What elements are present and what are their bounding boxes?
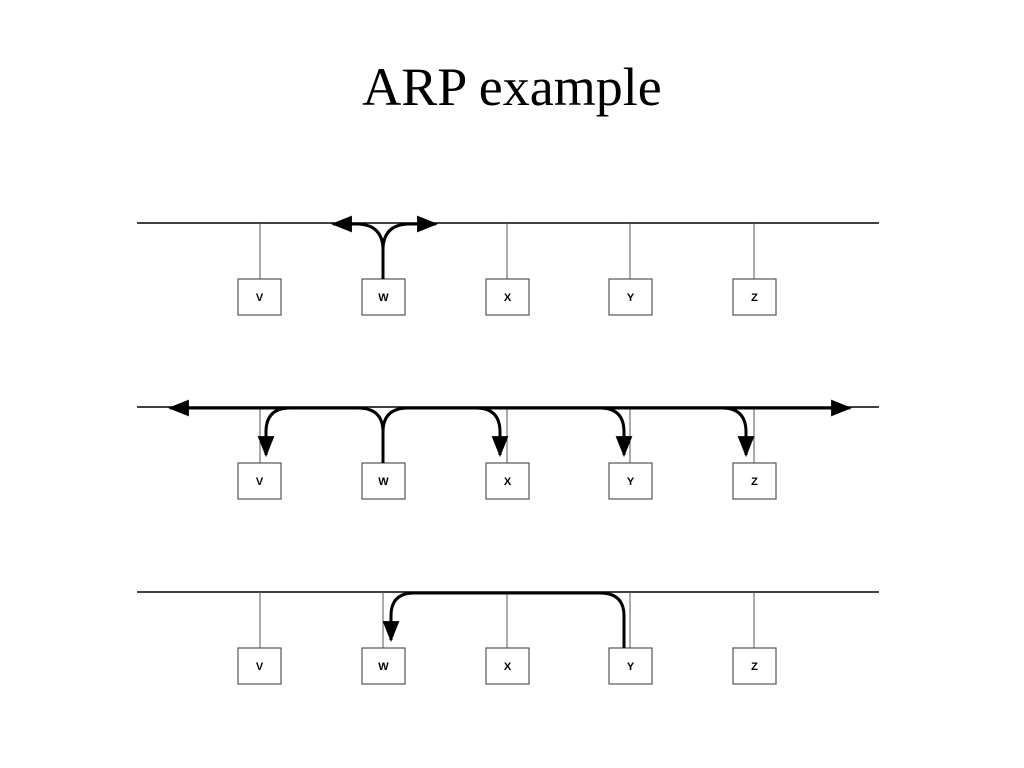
host-label: Z (751, 292, 758, 304)
host-label: Z (751, 476, 758, 488)
host-box (608, 647, 653, 685)
host-label: X (504, 476, 512, 488)
host-v: V (237, 223, 282, 316)
host-label: W (378, 292, 389, 304)
host-box (237, 647, 282, 685)
host-box (485, 462, 530, 500)
host-label: W (378, 661, 389, 673)
delivery-arrow-y (476, 406, 633, 458)
host-v: V (237, 407, 282, 500)
host-v: V (237, 592, 282, 685)
host-box (237, 462, 282, 500)
host-box (485, 647, 530, 685)
host-box (361, 278, 406, 316)
host-label: V (256, 292, 264, 304)
delivery-arrow-z (600, 406, 755, 458)
host-z: Z (732, 407, 777, 500)
delivery-arrow-v (257, 406, 358, 458)
host-x: X (485, 223, 530, 316)
sender-stem (357, 406, 409, 463)
host-z: Z (732, 592, 777, 685)
page-title: ARP example (362, 57, 662, 117)
host-w: W (361, 278, 406, 316)
host-label: Y (627, 292, 635, 304)
reply-arrow-y-to-w (382, 591, 626, 648)
host-label: X (504, 661, 512, 673)
host-w: W (361, 462, 406, 500)
host-y: Y (608, 223, 653, 316)
host-box (608, 278, 653, 316)
panel-broadcast-delivered: V W X Y Z (137, 399, 879, 500)
host-y: Y (608, 592, 653, 685)
host-label: Y (627, 661, 635, 673)
host-w: W (361, 592, 406, 685)
broadcast-arrow-right (381, 215, 439, 279)
host-label: V (256, 476, 264, 488)
host-box (732, 647, 777, 685)
host-box (732, 278, 777, 316)
delivery-arrow-x (408, 406, 509, 458)
host-x: X (485, 592, 530, 685)
host-box (361, 647, 406, 685)
host-label: Z (751, 661, 758, 673)
host-box (732, 462, 777, 500)
panel-unicast-reply: V W X Y Z (137, 591, 879, 685)
panel-broadcast-start: V W X Y Z (137, 215, 879, 316)
host-y: Y (608, 407, 653, 500)
host-label: W (378, 476, 389, 488)
host-z: Z (732, 223, 777, 316)
host-box (485, 278, 530, 316)
host-box (608, 462, 653, 500)
host-box (237, 278, 282, 316)
host-label: X (504, 292, 512, 304)
host-box (361, 462, 406, 500)
host-label: V (256, 661, 264, 673)
host-label: Y (627, 476, 635, 488)
host-x: X (485, 407, 530, 500)
broadcast-arrow-left (330, 215, 385, 279)
